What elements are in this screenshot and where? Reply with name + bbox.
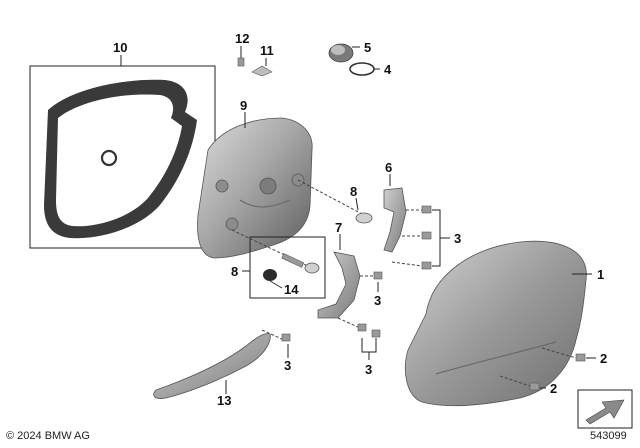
screw-line-g bbox=[261, 329, 285, 341]
gasket-frame-box bbox=[29, 65, 216, 249]
gasket-group bbox=[29, 55, 216, 249]
bracket-3-leader bbox=[432, 209, 450, 267]
screw-line-2a bbox=[541, 347, 577, 359]
leader-14 bbox=[269, 280, 283, 289]
gasket-inner bbox=[56, 94, 182, 227]
clip-11 bbox=[251, 65, 273, 77]
part-4-5 bbox=[328, 43, 380, 76]
part-8-upper bbox=[297, 179, 373, 224]
screw-c bbox=[421, 261, 432, 270]
cap-5-top bbox=[331, 45, 345, 55]
callout-11: 11 bbox=[260, 43, 274, 58]
screw-line-2b bbox=[499, 375, 531, 387]
trim-13-shape bbox=[153, 333, 271, 399]
bracket-7 bbox=[317, 234, 361, 319]
callout-4: 4 bbox=[384, 62, 392, 77]
callout-6: 6 bbox=[385, 160, 392, 175]
arrow-up-right-icon bbox=[577, 389, 633, 429]
callout-13: 13 bbox=[217, 393, 231, 408]
screw-a bbox=[421, 205, 432, 214]
grommet-14 bbox=[263, 269, 277, 281]
screw-b bbox=[421, 231, 432, 240]
screw-2b bbox=[529, 382, 540, 391]
cover-boss-1 bbox=[215, 179, 229, 193]
bracket-3-lower-leader bbox=[361, 338, 377, 360]
callout-2b: 2 bbox=[550, 381, 557, 396]
bolt-8-shaft bbox=[297, 179, 365, 216]
detail-box-frame bbox=[249, 236, 326, 299]
callout-10: 10 bbox=[113, 40, 127, 55]
diagram-number: 543099 bbox=[590, 430, 627, 442]
cover-boss-3 bbox=[225, 217, 239, 231]
part-11-12 bbox=[237, 46, 273, 77]
screw-2a bbox=[575, 353, 586, 362]
callout-3a: 3 bbox=[454, 231, 461, 246]
callout-3e: 3 bbox=[284, 358, 291, 373]
screw-g bbox=[281, 333, 291, 342]
cover-rib bbox=[239, 199, 291, 208]
main-cover bbox=[197, 112, 313, 259]
bracket-6-shape bbox=[383, 187, 407, 253]
callout-2a: 2 bbox=[600, 351, 607, 366]
screw-f bbox=[371, 329, 381, 338]
callout-14: 14 bbox=[284, 282, 299, 297]
callout-5: 5 bbox=[364, 40, 371, 55]
bracket-6 bbox=[383, 174, 407, 253]
callout-9: 9 bbox=[240, 98, 247, 113]
leader-8a bbox=[355, 197, 359, 211]
washer-8b bbox=[304, 262, 320, 274]
callout-8b: 8 bbox=[231, 264, 238, 279]
screw-3-mid bbox=[360, 271, 383, 292]
cover-boss-4 bbox=[259, 177, 277, 195]
oring-4 bbox=[349, 62, 375, 76]
gasket-ring bbox=[100, 149, 118, 167]
screws-3-upper bbox=[391, 205, 450, 270]
screw-line-e bbox=[337, 317, 361, 329]
screw-e bbox=[357, 323, 367, 332]
callout-7: 7 bbox=[335, 220, 342, 235]
detail-box-8-14 bbox=[231, 229, 326, 299]
screws-3-lower bbox=[337, 317, 381, 360]
screw-line-c bbox=[391, 261, 423, 267]
bracket-7-shape bbox=[317, 251, 361, 319]
callout-8a: 8 bbox=[350, 184, 357, 199]
callout-3b: 3 bbox=[374, 293, 381, 308]
callout-12: 12 bbox=[235, 31, 249, 46]
screw-12 bbox=[237, 57, 245, 67]
case-cover-shape bbox=[405, 240, 587, 407]
trim-13 bbox=[153, 329, 291, 399]
case-cover-edge bbox=[435, 341, 557, 375]
case-cover bbox=[405, 240, 596, 407]
callout-1: 1 bbox=[597, 267, 604, 282]
screw-d bbox=[373, 271, 383, 280]
washer-8a bbox=[355, 212, 373, 224]
bolt-14 bbox=[281, 253, 305, 268]
callout-3c: 3 bbox=[365, 362, 372, 377]
copyright-text: © 2024 BMW AG bbox=[6, 430, 90, 442]
